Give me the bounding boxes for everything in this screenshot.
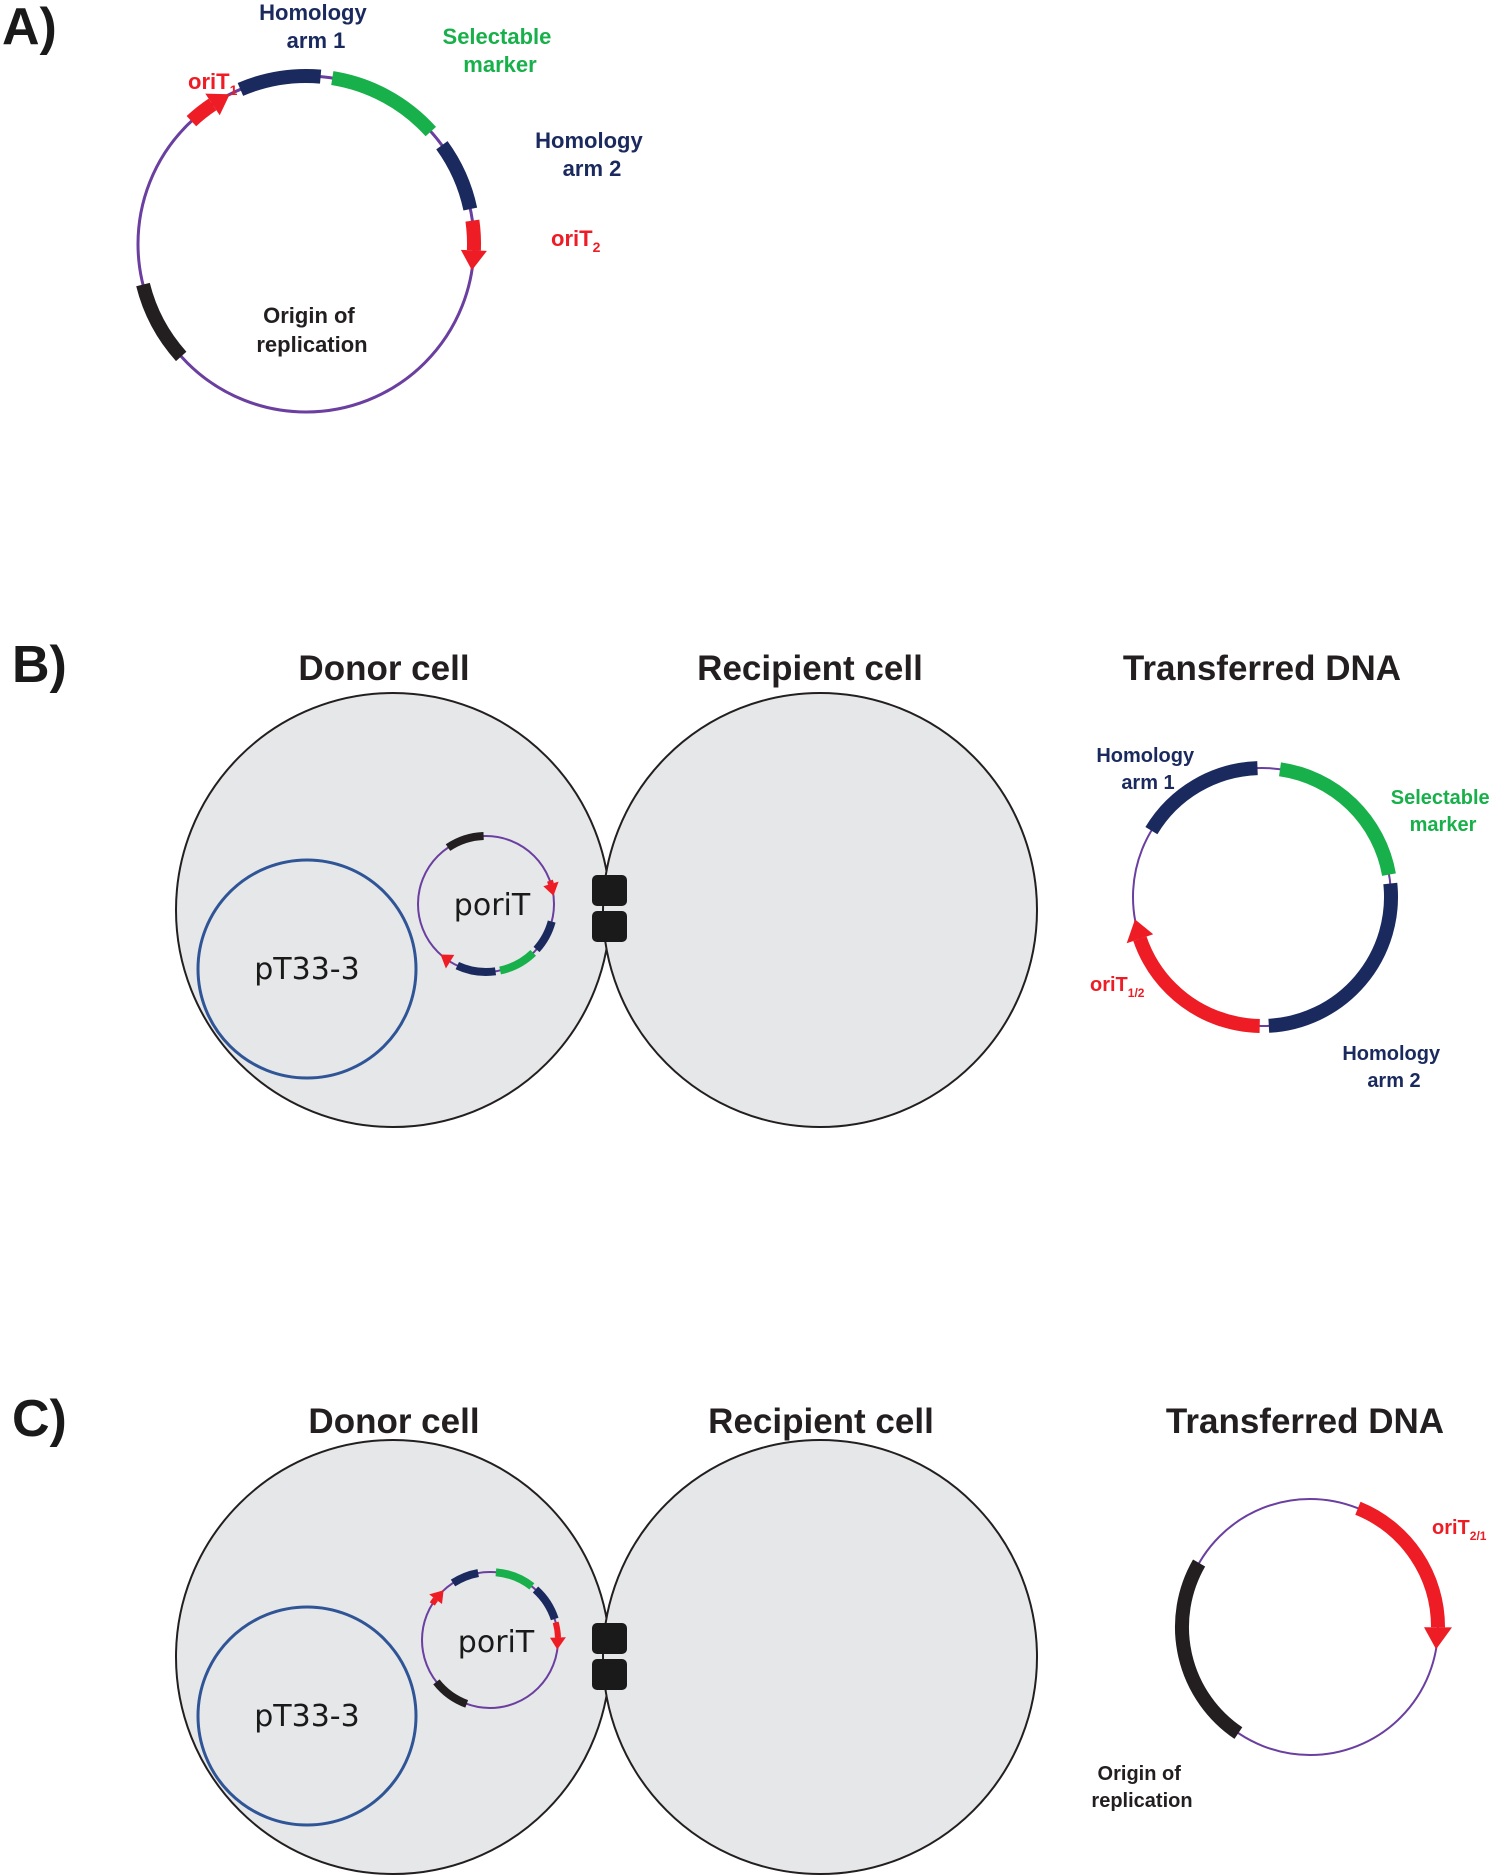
transferred-orit-label: oriT1/2 [1090, 974, 1145, 1000]
pt33-3-plasmid [196, 1605, 418, 1827]
transferred-homology-arm-1-label: Homology arm 1 [1096, 745, 1199, 794]
transferred-homology-arm-2-label: Homology arm 2 [1342, 1043, 1445, 1092]
orit-segment [1215, 1011, 1261, 1033]
porit-label: poriT [454, 888, 531, 923]
porit-label: poriT [458, 1625, 535, 1660]
conjugation-pore-top [592, 1623, 627, 1654]
orit1-arrow-head [440, 954, 455, 969]
selectable-marker [499, 949, 536, 975]
orit2-arrow-shaft [465, 219, 482, 251]
homology-arm-2 [532, 1586, 559, 1621]
origin-of-replication [433, 1679, 469, 1708]
transferred-dna-title: Transferred DNA [1166, 1402, 1444, 1441]
orit-arrow-shaft [1133, 936, 1225, 1027]
transferred-dna-b [1126, 761, 1398, 1033]
origin-of-replication [445, 832, 484, 851]
transferred-dna-title: Transferred DNA [1123, 649, 1401, 688]
porit-plasmid [417, 832, 559, 976]
conjugation-pore-top [592, 875, 627, 906]
homology-arm-1 [1145, 761, 1258, 835]
panel-c-label: C) [12, 1390, 67, 1448]
orit2-arrow-shaft [547, 879, 554, 885]
donor-cell [175, 1439, 611, 1875]
homology-arm-1 [237, 69, 322, 96]
transferred-dna-c [1175, 1498, 1452, 1756]
porit-plasmid [421, 1568, 566, 1709]
orit1-arrow-head [205, 93, 230, 116]
origin-of-replication [136, 282, 187, 362]
transferred-origin-label: Origin of replication [1091, 1763, 1192, 1812]
recipient-cell [602, 1439, 1038, 1875]
pt33-3-label: pT33-3 [254, 1699, 359, 1734]
orit1-arrow-shaft [186, 98, 217, 127]
orit2-arrow-head [543, 881, 559, 896]
homology-arm-2-label: Homology arm 2 [535, 128, 649, 181]
homology-arm-2 [533, 920, 556, 953]
orit1-label: oriT1 [188, 69, 238, 98]
selectable-marker [495, 1568, 535, 1590]
homology-arm-1 [450, 1569, 480, 1587]
orit1-arrow-head [429, 1590, 444, 1604]
panel-a: A) Homology arm 1 Selectable marker Homo… [2, 0, 649, 414]
panel-c: C) Donor cell Recipient cell Transferred… [12, 1390, 1487, 1875]
homology-arm-1 [455, 961, 497, 976]
selectable-marker [1278, 762, 1396, 876]
donor-cell [175, 692, 611, 1128]
orit2-arrow-head [550, 1637, 566, 1650]
conjugation-pore-bottom [592, 911, 627, 942]
homology-arm-2 [1268, 882, 1398, 1033]
orit2-label: oriT2 [551, 226, 601, 255]
selectable-marker-label: Selectable marker [443, 24, 558, 77]
recipient-cell-title: Recipient cell [697, 649, 923, 688]
recipient-cell [602, 692, 1038, 1128]
orit1-arrow-shaft [429, 1597, 439, 1606]
panel-a-label: A) [2, 0, 57, 56]
transferred-selectable-marker-label: Selectable marker [1391, 787, 1496, 836]
homology-arm-2 [436, 141, 478, 211]
donor-cell-title: Donor cell [298, 649, 469, 688]
orit-arrow-shaft [1355, 1501, 1446, 1628]
orit-arrow-head [1424, 1627, 1452, 1650]
pt33-3-plasmid [196, 858, 418, 1080]
panel-b: B) Donor cell Recipient cell Transferred… [12, 636, 1496, 1128]
conjugation-pore-bottom [592, 1659, 627, 1690]
plasmid-a [136, 69, 487, 414]
panel-b-label: B) [12, 636, 67, 694]
pt33-3-label: pT33-3 [254, 952, 359, 987]
homology-arm-1-label: Homology arm 1 [259, 0, 373, 53]
orit2-arrow-shaft [552, 1621, 561, 1638]
donor-cell-title: Donor cell [308, 1402, 479, 1441]
origin-of-replication [1175, 1559, 1243, 1739]
orit2-arrow-head [460, 249, 487, 271]
recipient-cell-title: Recipient cell [708, 1402, 934, 1441]
transferred-orit-label: oriT2/1 [1432, 1517, 1487, 1543]
origin-label: Origin of replication [256, 303, 367, 357]
selectable-marker [331, 71, 437, 137]
orit-arrow-head [1126, 919, 1154, 944]
